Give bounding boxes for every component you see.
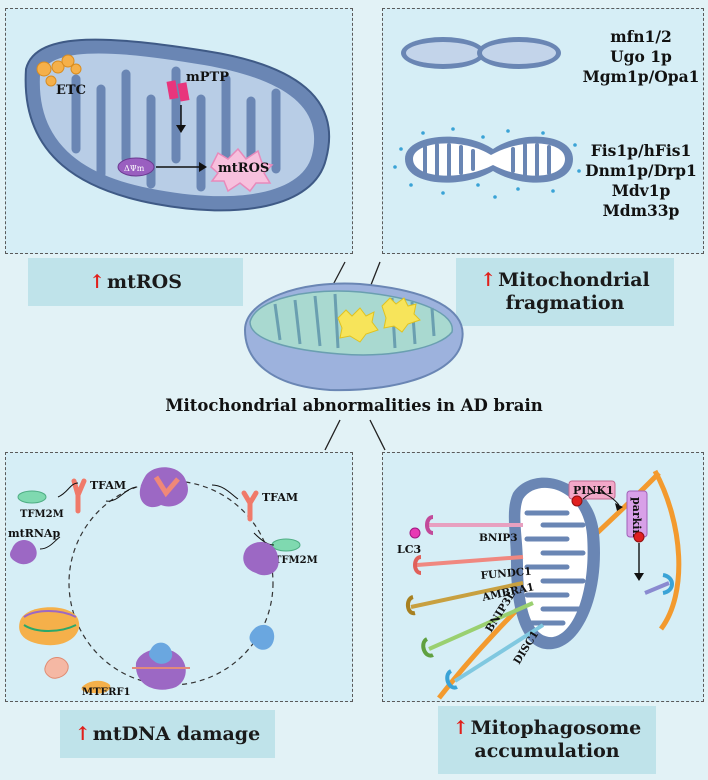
lc3-icon: [409, 527, 421, 539]
tfam-label: TFAM: [90, 479, 126, 492]
mtdna-caption-text: mtDNA damage: [92, 722, 261, 745]
tfam-label: TFAM: [262, 491, 298, 504]
receptor-label: BNIP3: [479, 532, 518, 544]
fragmentation-panel: mfn1/2 Ugo 1p Mgm1p/Opa1 Fis1p/hFis1 Dnm…: [382, 8, 704, 254]
ubiquitin-icon: [633, 531, 645, 543]
receptor-ambra1: [406, 581, 524, 616]
mtros-burst-label: mtROS: [218, 161, 269, 176]
receptor-bnip3: [425, 515, 523, 535]
mtros-mitochondrion-illustration: ETC mPTP ΔΨm mtROS: [24, 38, 331, 212]
mtrnap-protein-icon: [10, 540, 37, 565]
ros-burst-icon: [337, 307, 379, 343]
fusion-gene-list: mfn1/2 Ugo 1p Mgm1p/Opa1: [581, 27, 701, 87]
ros-burst-icon: [210, 147, 274, 193]
polymerase-complex-icon: [139, 467, 188, 508]
fusion-gene: Mgm1p/Opa1: [582, 67, 700, 87]
mitophagy-caption: ↑Mitophagosome accumulation: [438, 706, 656, 774]
mitochondrion-icon: [508, 477, 600, 650]
receptor-label: FUNDC1: [480, 566, 532, 582]
etc-label: ETC: [56, 83, 86, 98]
increase-arrow-icon: ↑: [480, 269, 497, 292]
fusion-mitochondria-icon: [401, 37, 561, 69]
etc-complex-icon: [36, 54, 82, 87]
lc3-label: LC3: [397, 543, 421, 556]
tfm2m-label: TFM2M: [274, 555, 318, 566]
mitophagy-caption-line2: accumulation: [474, 740, 620, 762]
fission-mitochondria-icon: [393, 127, 581, 199]
mptp-channel-icon: [166, 80, 190, 102]
fragmentation-caption-line1: Mitochondrial: [498, 269, 650, 292]
fragmentation-illustration: [393, 37, 581, 199]
mterf1-label: MTERF1: [82, 687, 131, 698]
membrane-potential-icon: [117, 157, 155, 177]
mitophagy-panel: PINK1 parkin LC3 BNIP3 FUNDC1 AMBRA1: [382, 452, 704, 702]
fission-gene: Mdm33p: [602, 201, 680, 221]
delta-psi-label: ΔΨm: [124, 164, 145, 173]
mterf1-protein-icon: [81, 680, 111, 694]
mitophagy-illustration: PINK1 parkin LC3 BNIP3 FUNDC1 AMBRA1: [397, 469, 682, 700]
receptor-disc1: [445, 623, 545, 690]
ros-burst-icon: [381, 297, 421, 333]
fission-gene: Dnm1p/Drp1: [585, 161, 697, 181]
mtdna-replication-illustration: TFAM TFAM TFM2M TFM2M mtRNAp MTE: [8, 467, 318, 698]
mterf1-protein-icon: [44, 657, 69, 679]
fission-gene-list: Fis1p/hFis1 Dnm1p/Drp1 Mdv1p Mdm33p: [581, 141, 701, 222]
phagophore-membrane: [652, 469, 682, 631]
tfm2m-label: TFM2M: [20, 509, 64, 520]
mtros-panel: ETC mPTP ΔΨm mtROS: [5, 8, 353, 254]
helicase-icon: [249, 624, 275, 650]
fission-gene: Mdv1p: [611, 181, 671, 201]
mitophagy-caption-line1: Mitophagosome: [470, 717, 642, 740]
receptor-fundc1: [413, 555, 524, 575]
increase-arrow-icon: ↑: [452, 717, 469, 740]
mtros-caption-text: mtROS: [106, 270, 182, 293]
mtdna-panel: TFAM TFAM TFM2M TFM2M mtRNAp MTE: [5, 452, 353, 702]
mtdna-strand-icon: [19, 607, 80, 646]
mtros-caption: ↑ mtROS: [28, 258, 243, 306]
pink1-box: [568, 480, 616, 500]
fission-gene: Fis1p/hFis1: [590, 141, 692, 160]
tfam-protein-icon: [71, 478, 259, 522]
mtrnap-label: mtRNAp: [8, 527, 60, 540]
fragmentation-caption-line2: fragmation: [505, 292, 625, 314]
parkin-label: parkin: [630, 497, 643, 537]
increase-arrow-icon: ↑: [89, 270, 105, 293]
ubiquitin-icon: [571, 495, 583, 507]
fusion-gene: Ugo 1p: [610, 47, 672, 67]
polymerase-complex-icon: [243, 542, 279, 576]
mptp-label: mPTP: [186, 70, 229, 85]
lc3-adaptor-icon: [662, 573, 674, 595]
receptor-bnip3l: [421, 601, 534, 658]
fragmentation-caption: ↑Mitochondrial fragmation: [456, 258, 674, 326]
center-title: Mitochondrial abnormalities in AD brain: [165, 396, 543, 415]
fusion-gene: mfn1/2: [610, 27, 672, 46]
increase-arrow-icon: ↑: [74, 722, 91, 745]
mtdna-caption: ↑ mtDNA damage: [60, 710, 275, 758]
replication-complex-icon: [132, 642, 190, 690]
